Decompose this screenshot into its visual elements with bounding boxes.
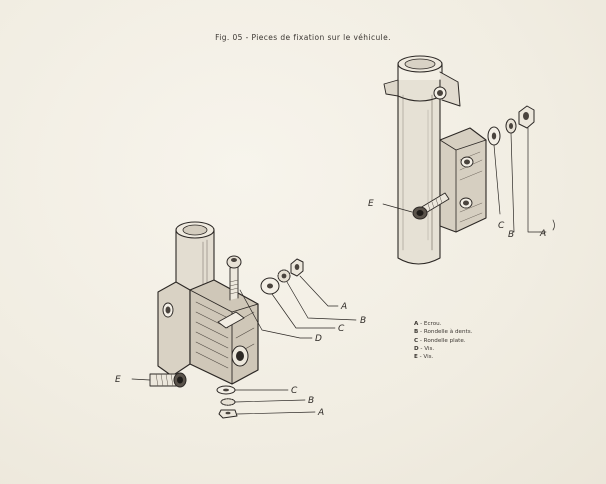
callout-bottom-b2: B bbox=[308, 396, 314, 406]
callout-bottom-e: E bbox=[115, 375, 121, 385]
callout-bottom-c: C bbox=[338, 324, 345, 334]
legend-item: A - Ecrou. bbox=[414, 321, 442, 327]
callout-bottom-c2: C bbox=[291, 386, 298, 396]
callout-bottom-a2: A bbox=[317, 408, 324, 418]
parts-legend: A - Ecrou. B - Rondelle à dents. C - Ron… bbox=[414, 320, 472, 361]
callout-top-a: A bbox=[539, 229, 546, 239]
callout-top-b: B bbox=[508, 230, 514, 240]
callout-bottom-b: B bbox=[360, 316, 366, 326]
top-assembly bbox=[382, 55, 555, 265]
callout-bottom-a: A bbox=[340, 302, 347, 312]
legend-item: D - Vis. bbox=[414, 345, 435, 352]
callout-top-e: E bbox=[368, 199, 374, 209]
legend-item: E - Vis. bbox=[414, 354, 434, 361]
callout-top-c: C bbox=[498, 221, 505, 231]
legend-item: C - Rondelle plate. bbox=[414, 337, 466, 344]
legend-item: B - Rondelle à dents. bbox=[414, 329, 473, 336]
bottom-assembly bbox=[131, 221, 357, 419]
figure-title: Fig. 05 - Pieces de fixation sur le véhi… bbox=[215, 33, 391, 42]
callout-bottom-d: D bbox=[315, 334, 322, 344]
